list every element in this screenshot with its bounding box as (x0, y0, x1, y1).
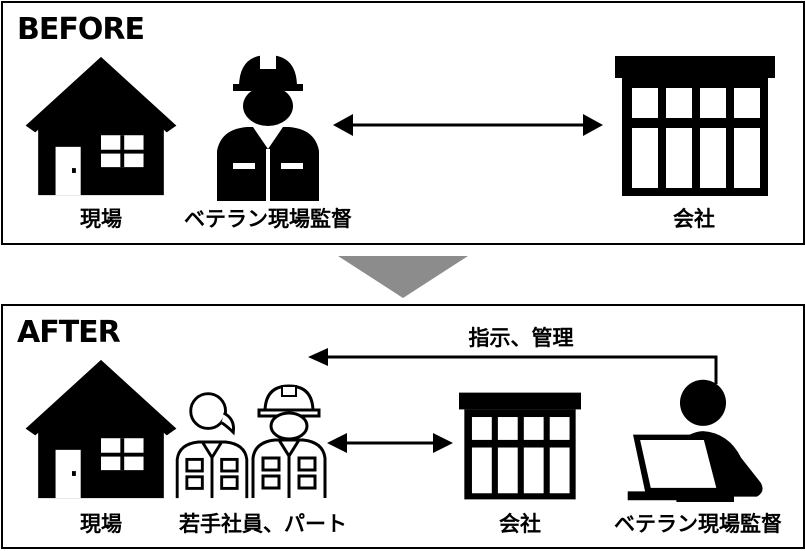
before-veteran-label: ベテラン現場監督 (184, 207, 352, 231)
before-panel: BEFORE 現場 ベテラン現場監督 会社 (1, 1, 805, 245)
female-worker-icon (175, 392, 249, 500)
office-building-icon (459, 392, 581, 500)
construction-worker-icon (217, 55, 319, 201)
instruction-arrow-icon (308, 348, 718, 384)
after-veteran-label: ベテラン現場監督 (614, 512, 782, 536)
before-heading: BEFORE (17, 12, 145, 47)
house-icon (25, 56, 177, 196)
two-way-arrow-icon (327, 433, 453, 453)
before-company-label: 会社 (673, 207, 715, 231)
remote-laptop-user-icon (627, 379, 763, 502)
construction-worker-icon (251, 384, 327, 500)
after-site-label: 現場 (80, 512, 122, 536)
after-workers-label: 若手社員、パート (179, 512, 347, 536)
two-way-arrow-icon (333, 114, 603, 136)
after-company-label: 会社 (499, 512, 541, 536)
after-heading: AFTER (17, 315, 121, 350)
house-icon (25, 359, 177, 499)
before-site-label: 現場 (80, 207, 122, 231)
office-building-icon (615, 56, 775, 196)
instruction-label: 指示、管理 (468, 326, 574, 350)
down-triangle-arrow-icon (338, 256, 468, 298)
after-panel: AFTER 現場 若手社員、パート 会社 指示、管理 ベテラン現場監督 (1, 304, 805, 549)
